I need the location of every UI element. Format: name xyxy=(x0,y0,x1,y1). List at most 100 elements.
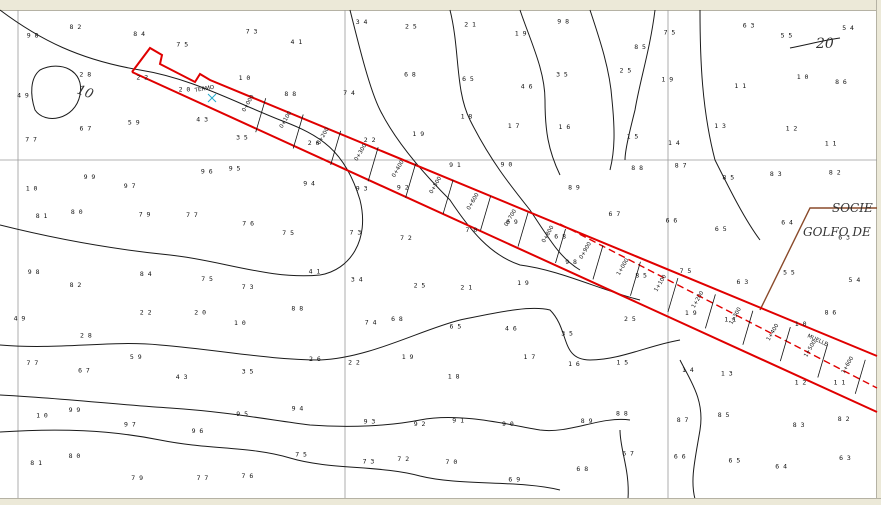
depth-sounding: 1 0 xyxy=(36,412,48,420)
depth-sounding: 2 5 xyxy=(624,315,636,323)
depth-sounding: 7 9 xyxy=(139,210,151,218)
chainage-label: 1+600 xyxy=(841,355,856,375)
depth-sounding: 1 5 xyxy=(616,359,628,367)
depth-sounding: 6 7 xyxy=(80,124,92,132)
depth-sounding: 1 2 xyxy=(786,124,798,132)
depth-sounding: 8 4 xyxy=(140,270,152,278)
depth-sounding: 1 4 xyxy=(668,139,680,147)
depth-sounding: 9 7 xyxy=(124,182,136,190)
window-right-frame xyxy=(876,0,881,505)
depth-sounding: 9 6 xyxy=(192,427,204,435)
depth-sounding: 7 7 xyxy=(27,359,39,367)
depth-sounding: 9 5 xyxy=(229,164,241,172)
depth-sounding: 6 3 xyxy=(839,454,851,462)
depth-sounding: 7 5 xyxy=(282,229,294,237)
depth-sounding: 8 2 xyxy=(829,168,841,176)
depth-sounding: 9 1 xyxy=(452,416,464,424)
depth-sounding: 8 0 xyxy=(69,452,81,460)
depth-sounding: 1 6 xyxy=(559,123,571,131)
depth-sounding: 2 5 xyxy=(414,282,426,290)
depth-sounding: 8 1 xyxy=(36,212,48,220)
depth-sounding: 9 0 xyxy=(502,420,514,428)
depth-sounding: 6 3 xyxy=(838,233,850,241)
depth-sounding: 8 5 xyxy=(718,411,730,419)
depth-sounding: 8 5 xyxy=(634,43,646,51)
depth-sounding: 6 8 xyxy=(554,233,566,241)
chainage-tick xyxy=(779,327,791,362)
depth-sounding: 1 7 xyxy=(524,353,536,361)
depth-sounding: 1 1 xyxy=(734,82,746,90)
chainage-label: 1+000 xyxy=(616,257,631,277)
depth-sounding: 6 3 xyxy=(737,278,749,286)
depth-sounding: 6 7 xyxy=(622,450,634,458)
depth-sounding: 6 7 xyxy=(609,210,621,218)
chainage-tick xyxy=(480,196,491,231)
depth-sounding: 8 3 xyxy=(770,170,782,178)
chainage-tick xyxy=(292,114,304,149)
depth-sounding: 1 1 xyxy=(825,140,837,148)
depth-sounding: 5 4 xyxy=(849,276,861,284)
chainage-tick xyxy=(667,277,679,313)
depth-sounding: 9 4 xyxy=(303,180,315,188)
chainage-tick xyxy=(704,294,716,329)
depth-sounding: 6 6 xyxy=(666,217,678,225)
pier-terminal-label: TERMO xyxy=(193,85,215,95)
depth-sounding: 2 2 xyxy=(136,73,148,81)
depth-sounding: 7 6 xyxy=(242,472,254,480)
chainage-tick xyxy=(517,212,529,247)
contour-label-20: 20 xyxy=(815,36,834,52)
depth-sounding: 4 3 xyxy=(176,373,188,381)
depth-sounding: 6 5 xyxy=(715,225,727,233)
chainage-label: 0+400 xyxy=(391,159,406,179)
depth-sounding: 9 2 xyxy=(414,420,426,428)
depth-sounding: 2 1 xyxy=(460,284,472,292)
depth-sounding: 2 5 xyxy=(620,67,632,75)
depth-sounding: 1 0 xyxy=(795,320,807,328)
chainage-label: 0+300 xyxy=(354,143,369,163)
depth-sounding: 9 2 xyxy=(397,183,409,191)
depth-sounding: 1 9 xyxy=(515,30,527,38)
depth-sounding: 8 1 xyxy=(30,459,42,467)
depth-sounding: 3 5 xyxy=(561,329,573,337)
depth-sounding: 2 2 xyxy=(348,358,360,366)
depth-sounding: 9 4 xyxy=(292,405,304,413)
depth-sounding: 8 9 xyxy=(568,183,580,191)
depth-sounding: 9 3 xyxy=(356,184,368,192)
depth-sounding: 7 3 xyxy=(242,283,254,291)
depth-sounding: 8 8 xyxy=(284,90,296,98)
pier-corridor[interactable] xyxy=(131,46,878,413)
depth-sounding: 6 5 xyxy=(729,457,741,465)
depth-sounding: 2 6 xyxy=(308,139,320,147)
window-top-frame xyxy=(0,0,881,11)
depth-sounding: 1 0 xyxy=(26,184,38,192)
depth-sounding: 8 2 xyxy=(70,281,82,289)
depth-sounding: 4 6 xyxy=(521,82,533,90)
depth-sounding: 4 9 xyxy=(17,92,29,100)
depth-sounding: 8 9 xyxy=(581,417,593,425)
depth-sounding: 7 3 xyxy=(246,28,258,36)
depth-sounding: 6 4 xyxy=(781,219,793,227)
depth-sounding: 4 1 xyxy=(291,38,303,46)
depth-sounding: 6 3 xyxy=(743,21,755,29)
depth-sounding: 8 3 xyxy=(793,421,805,429)
depth-sounding: 5 9 xyxy=(128,119,140,127)
depth-sounding: 7 3 xyxy=(363,458,375,466)
depth-sounding: 1 3 xyxy=(714,122,726,130)
depth-sounding: 7 5 xyxy=(664,28,676,36)
chainage-tick xyxy=(330,130,342,165)
chainage-label: 0+600 xyxy=(466,192,481,212)
depth-sounding: 6 5 xyxy=(462,75,474,83)
depth-sounding: 2 2 xyxy=(140,308,152,316)
window-bottom-frame xyxy=(0,498,881,505)
depth-sounding: 9 8 xyxy=(557,17,569,25)
depth-sounding: 9 1 xyxy=(449,161,461,169)
depth-sounding: 1 9 xyxy=(412,130,424,138)
depth-sounding: 9 5 xyxy=(236,410,248,418)
depth-sounding: 4 3 xyxy=(196,116,208,124)
depth-sounding: 7 5 xyxy=(680,267,692,275)
depth-sounding: 2 1 xyxy=(464,20,476,28)
depth-sounding: 4 6 xyxy=(505,325,517,333)
survey-marker xyxy=(207,93,217,103)
